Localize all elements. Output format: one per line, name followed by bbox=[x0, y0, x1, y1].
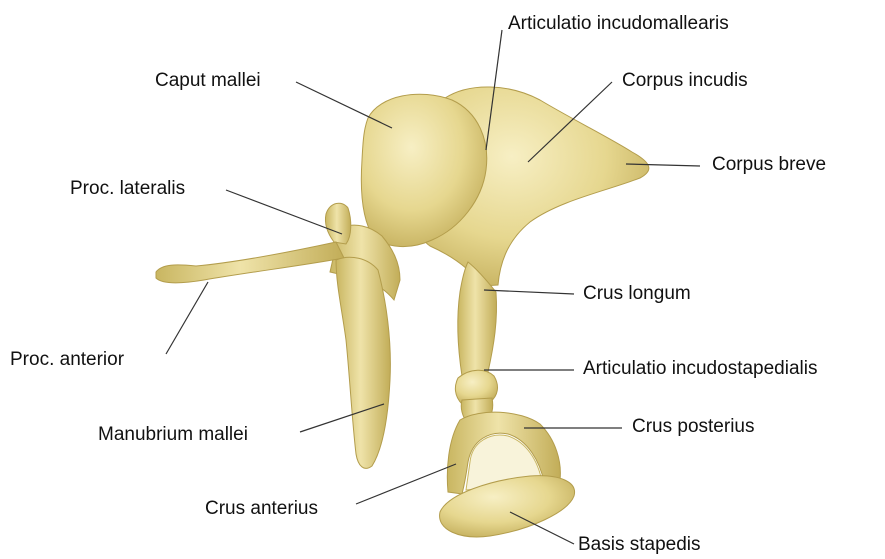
label-manubrium-mallei: Manubrium mallei bbox=[98, 424, 248, 446]
label-caput-mallei: Caput mallei bbox=[155, 70, 261, 92]
label-corpus-incudis: Corpus incudis bbox=[622, 70, 748, 92]
label-crus-longum: Crus longum bbox=[583, 283, 691, 305]
label-proc-anterior: Proc. anterior bbox=[10, 349, 124, 371]
label-crus-anterius: Crus anterius bbox=[205, 498, 318, 520]
label-crus-posterius: Crus posterius bbox=[632, 416, 755, 438]
leader-proc-anterior bbox=[166, 282, 208, 354]
label-corpus-breve: Corpus breve bbox=[712, 154, 826, 176]
label-proc-lateralis: Proc. lateralis bbox=[70, 178, 185, 200]
proc-anterior-shape bbox=[156, 242, 344, 283]
label-articulatio-incudostapedialis: Articulatio incudostapedialis bbox=[583, 358, 817, 380]
label-articulatio-incudomallearis: Articulatio incudomallearis bbox=[508, 13, 729, 35]
leader-crus-anterius bbox=[356, 464, 456, 504]
proc-lateralis-shape bbox=[325, 203, 350, 244]
leader-crus-longum bbox=[484, 290, 574, 294]
leader-caput-mallei bbox=[296, 82, 392, 128]
leader-proc-lateralis bbox=[226, 190, 342, 234]
label-basis-stapedis: Basis stapedis bbox=[578, 534, 701, 556]
manubrium-mallei-shape bbox=[336, 257, 390, 468]
